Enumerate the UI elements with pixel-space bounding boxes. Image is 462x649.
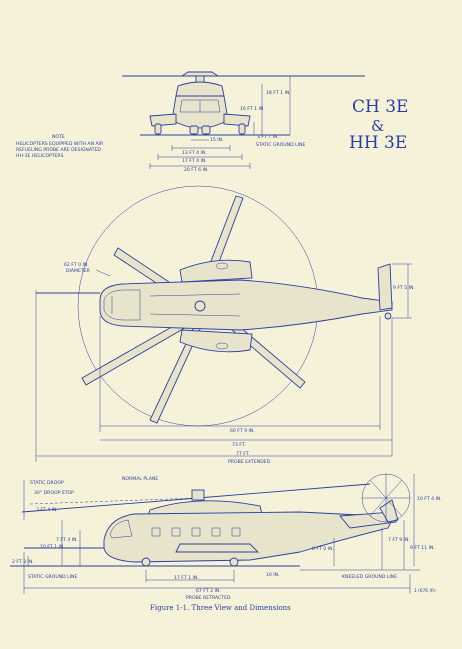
rotor-diameter-value: 62 FT 0 IN. [64, 262, 89, 268]
wheelbase-label: 17 FT 1 IN. [174, 575, 199, 581]
clearance-label: 10 IN. [266, 572, 280, 578]
top-view: 62 FT 0 IN. DIAMETER 9 FT 5 IN. 60 FT 9 … [35, 185, 415, 465]
aft-height-1: 7 FT 9 IN. [388, 537, 410, 543]
static-droop-label: STATIC DROOP [30, 480, 64, 486]
figure-caption: Figure 1-1. Three View and Dimensions [150, 604, 291, 612]
note-heading: NOTE [52, 134, 65, 140]
note-block: NOTE HELICOPTERS EQUIPPED WITH AN AIR RE… [16, 134, 104, 159]
front-ground-label: STATIC GROUND LINE [256, 142, 305, 148]
side-view: STATIC DROOP NORMAL PLANE 30° DROOP STOP… [10, 473, 442, 601]
forward-height-1: 7 FT 4 IN. [56, 537, 78, 543]
front-view: 18 FT 1 IN. 16 FT 1 IN. 3 FT 7 IN. STATI… [122, 71, 365, 173]
model-title: CH 3E & HH 3E [349, 97, 408, 153]
static-ground-label: STATIC GROUND LINE [28, 574, 77, 580]
length-retracted-label: PROBE RETRACTED [186, 595, 231, 601]
title-line-1: CH 3E [352, 97, 408, 117]
tail-rotor-height-label: 10 FT 4 IN. [417, 496, 442, 502]
tail-height-label: 9 FT 5 IN. [393, 285, 415, 291]
droop-stop-label: 30° DROOP STOP [34, 490, 74, 496]
front-track-label: 15 IN. [210, 137, 224, 143]
length-2-label: 73 FT. [232, 442, 246, 448]
nose-height-label: 2 FT 3 IN. [12, 559, 34, 565]
length-retracted-value: 67 FT 2 IN. [196, 588, 221, 594]
length-3-value: 77 FT. [236, 451, 250, 457]
title-ampersand: & [371, 117, 384, 135]
note-line-2: REFUELING PROBE ARE DESIGNATED [16, 147, 101, 153]
front-width-1: 13 FT 4 IN. [182, 150, 207, 156]
front-height-label: 18 FT 1 IN. [266, 90, 291, 96]
front-hub-height-label: 16 FT 1 IN. [240, 106, 265, 112]
note-line-3: HH-3E HELICOPTERS [16, 153, 64, 159]
drawing-reference: 1 (676 (R) [414, 588, 436, 594]
length-3-label: PROBE EXTENDED [228, 459, 271, 465]
title-line-2: HH 3E [349, 133, 407, 153]
rotor-diameter-label: DIAMETER [66, 268, 91, 274]
front-width-3: 20 FT 6 IN. [184, 167, 209, 173]
blade-tip-label: 3 FT 4 IN. [36, 507, 58, 513]
mid-height-label: 8 FT 0 IN. [312, 546, 334, 552]
normal-plane-label: NORMAL PLANE [122, 476, 158, 482]
forward-height-2: 10 FT 1 IN. [40, 544, 65, 550]
aft-height-2: 9 FT 11 IN. [410, 545, 435, 551]
front-gear-height-label: 3 FT 7 IN. [257, 134, 279, 140]
kneeled-ground-label: KNEELED GROUND LINE [342, 574, 397, 580]
length-1-label: 60 FT 9 IN. [230, 428, 255, 434]
front-width-2: 17 FT 4 IN. [182, 158, 207, 164]
note-line-1: HELICOPTERS EQUIPPED WITH AN AIR [16, 141, 104, 147]
